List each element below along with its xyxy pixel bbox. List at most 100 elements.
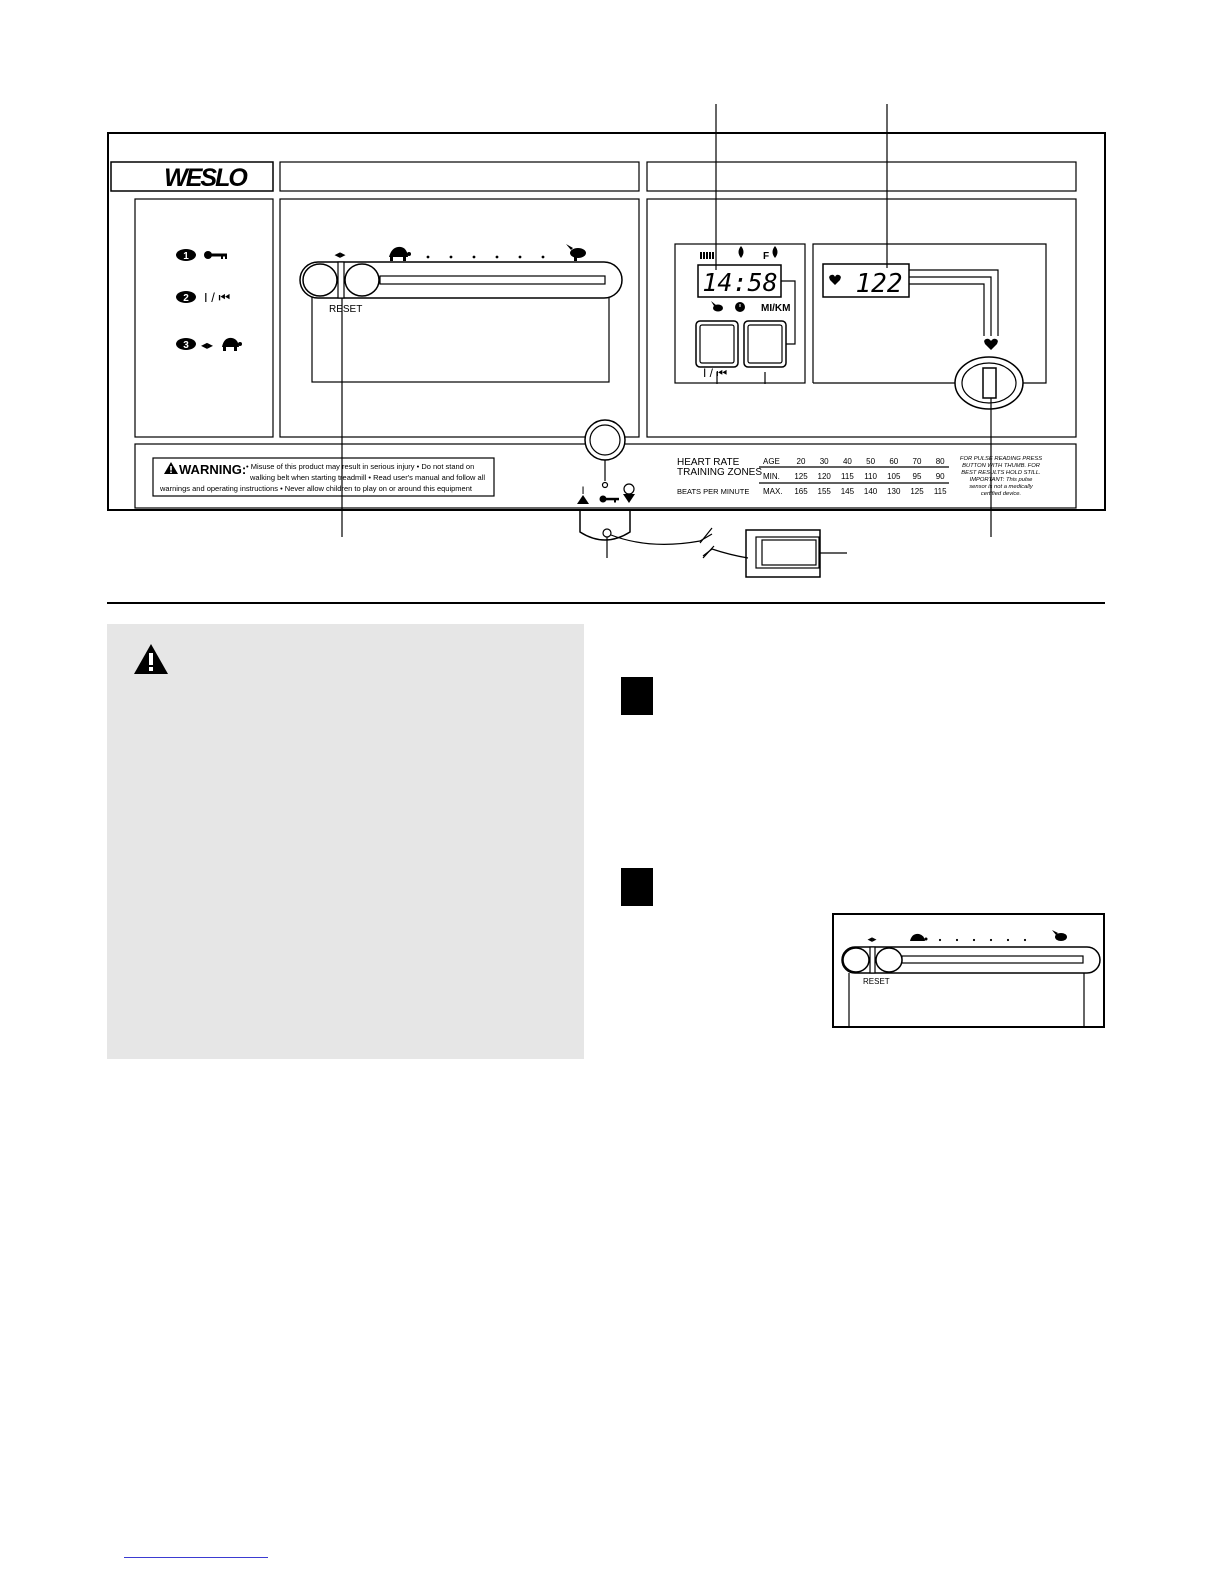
zones-cell-ages-6: 80 [936, 457, 945, 466]
zones-cell-min-1: 120 [818, 472, 832, 481]
zones-cell-min-2: 115 [841, 472, 854, 481]
pulse-note-line-6: certified device. [981, 491, 1021, 497]
reset-separator [337, 261, 345, 299]
safety-key-cord [610, 533, 749, 559]
step-3: 3 ◂▸ [176, 337, 242, 352]
flame-icon [738, 246, 744, 258]
warning-line-1: • Misuse of this product may result in s… [246, 462, 474, 471]
step-1: 1 [176, 249, 227, 262]
pulse-note: FOR PULSE READING PRESS BUTTON WITH THUM… [960, 456, 1042, 497]
zones-title-line-1: HEART RATE [677, 457, 740, 468]
inset-reset-label: RESET [863, 977, 890, 986]
hare-icon [1052, 930, 1067, 941]
step-2-symbol: I / ⏮ [204, 290, 230, 305]
f-label: F [763, 251, 769, 262]
zones-cell-min-3: 110 [864, 472, 877, 481]
bpm-label: BEATS PER MINUTE [677, 487, 749, 496]
speed-slider-window [311, 287, 610, 383]
zones-cell-max-5: 125 [910, 487, 924, 496]
inset-speed-decrease-button [842, 947, 870, 973]
step-3-number: 3 [183, 340, 189, 351]
speed-slider-groove [379, 275, 606, 285]
pulse-display-frame [812, 243, 1047, 384]
inset-slider-track [841, 946, 1101, 974]
pulse-sensor-bezel [954, 356, 1024, 410]
pulse-lcd [822, 263, 910, 298]
step-1-number: 1 [183, 251, 189, 262]
time-value: 14:58 [702, 268, 777, 297]
zones-cell-max-4: 130 [887, 487, 901, 496]
section-divider [107, 602, 1105, 604]
zones-cell-ages-4: 60 [889, 457, 898, 466]
zones-cell-min-6: 90 [936, 472, 945, 481]
zones-cell-max-1: 155 [818, 487, 832, 496]
key-switch[interactable] [584, 419, 626, 461]
pulse-note-line-3: BEST RESULTS HOLD STILL. [961, 470, 1040, 476]
hare-icon [711, 301, 723, 312]
min-label: MIN. [763, 472, 780, 481]
step-marker-1 [621, 677, 653, 715]
tortoise-icon [910, 933, 928, 941]
heart-icon [984, 338, 998, 350]
warning-label: WARNING: [179, 462, 246, 477]
steps-panel [134, 198, 274, 438]
step-2: 2 I / ⏮ [176, 290, 230, 305]
zones-cell-ages-3: 50 [866, 457, 875, 466]
step-3-symbol: ◂▸ [201, 338, 213, 352]
tortoise-icon [389, 246, 411, 261]
footnote-rule [124, 1557, 268, 1558]
inset-speed-increase-button [875, 947, 903, 973]
safety-key[interactable] [579, 510, 631, 541]
pulse-note-line-5: sensor is not a medically [969, 484, 1034, 490]
logo-box [110, 161, 274, 192]
inset-speed-dots [938, 938, 1027, 942]
start-button[interactable] [695, 320, 739, 368]
zones-cell-min-4: 105 [887, 472, 901, 481]
arrow-up-icon [577, 495, 589, 504]
zones-cell-ages-0: 20 [797, 457, 806, 466]
speed-dots [426, 255, 545, 259]
step-marker-2 [621, 868, 653, 906]
zones-cell-ages-1: 30 [820, 457, 829, 466]
speed-decrease-button[interactable] [302, 263, 338, 297]
bar-graph-icon [700, 252, 714, 259]
display-panel [646, 198, 1077, 438]
speed-arrows-label: ◂▸ [334, 248, 346, 261]
speed-increase-button[interactable] [344, 263, 380, 297]
hare-icon [566, 244, 586, 261]
zones-title-line-2: TRAINING ZONES [677, 467, 762, 478]
zones-cell-ages-5: 70 [913, 457, 922, 466]
start-symbol: I / ⏮ [703, 366, 727, 380]
mi-km-label: MI/KM [761, 303, 790, 314]
pulse-note-line-2: BUTTON WITH THUMB. FOR [962, 463, 1041, 469]
age-label: AGE [763, 457, 780, 466]
reset-label: RESET [329, 304, 362, 315]
pulse-note-line-4: IMPORTANT: This pulse [970, 477, 1034, 483]
warning-line-2: walking belt when starting treadmill • R… [249, 473, 485, 482]
zones-cell-min-5: 95 [913, 472, 922, 481]
pulse-sensor-button[interactable] [982, 367, 997, 399]
mode-button[interactable] [743, 320, 787, 368]
heart-icon [829, 274, 841, 285]
step-2-number: 2 [183, 293, 189, 304]
caution-box [107, 624, 584, 1059]
warning-triangle-icon [164, 462, 178, 474]
console-diagram: WESLO 1 2 I / ⏮ 3 ◂▸ ◂▸ [107, 104, 1106, 578]
tortoise-icon [222, 337, 242, 351]
inset-speed-arrows: ◂▸ [867, 935, 877, 945]
zones-cell-max-2: 145 [841, 487, 855, 496]
max-label: MAX. [763, 487, 783, 496]
zones-cell-min-0: 125 [794, 472, 808, 481]
clock-icon [735, 302, 745, 312]
warning-label-frame [152, 457, 495, 497]
zones-cell-ages-2: 40 [843, 457, 852, 466]
speed-panel [279, 198, 640, 438]
brand-logo: WESLO [164, 164, 248, 192]
header-box-left [279, 161, 640, 192]
pulse-note-line-1: FOR PULSE READING PRESS [960, 456, 1042, 462]
key-icon [599, 495, 619, 503]
heart-rate-value: 122 [856, 269, 903, 299]
arrow-down-icon [623, 494, 635, 503]
zones-cell-max-3: 140 [864, 487, 878, 496]
